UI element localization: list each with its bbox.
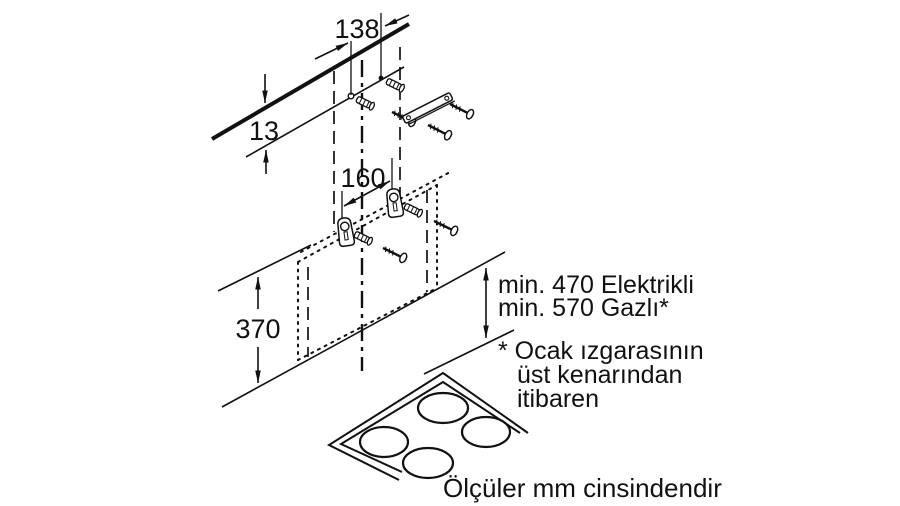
dim-160-value: 160: [340, 163, 385, 193]
dim-370-value: 370: [235, 314, 280, 344]
hood-top-reference-line: [217, 244, 312, 292]
units-caption: Ölçüler mm cinsindendir: [443, 473, 722, 503]
cooktop-frame-outer: [326, 371, 529, 481]
wall-anchor-icon: [352, 229, 375, 247]
wall-anchor-icon: [354, 94, 377, 112]
footnote-line-3: itibaren: [517, 385, 599, 413]
hood-rear-outline-dotted: [297, 170, 453, 361]
burner: [358, 425, 410, 459]
dim-138: 138: [314, 13, 410, 95]
footnote-line-1: * Ocak ızgarasının: [498, 337, 704, 365]
keyhole-bracket-icon: [384, 187, 405, 219]
hood-body-hidden-edges: [307, 190, 428, 357]
chimney-hidden-edges: [333, 47, 401, 232]
footnote-line-2: üst kenarından: [517, 361, 682, 389]
dim-138-value: 138: [334, 14, 379, 44]
cooktop-frame-inner: [338, 380, 521, 473]
dim-13: 13: [249, 74, 279, 174]
burner: [401, 446, 455, 480]
mounting-bar-icon: [401, 91, 456, 127]
clearance-electric-label: min. 470 Elektrikli: [498, 271, 694, 299]
wall-anchor-icon: [402, 201, 425, 219]
dim-13-value: 13: [249, 116, 279, 146]
footnote: * Ocak ızgarasının üst kenarından itibar…: [498, 337, 704, 413]
wall-anchor-icon: [384, 76, 407, 94]
cooktop-reference-line: [423, 329, 515, 375]
clearance-gas-label: min. 570 Gazlı*: [498, 294, 669, 322]
cooktop: [326, 371, 529, 481]
wall-top-edge-line: [210, 22, 411, 141]
dim-min-clearance: min. 470 Elektrikli min. 570 Gazlı*: [483, 268, 694, 338]
dim-370: 370: [235, 277, 281, 383]
burner: [416, 391, 470, 425]
screw-icon: [424, 119, 455, 143]
drill-hole-right: [378, 75, 384, 81]
hood-bottom-edge-line: [221, 251, 506, 408]
burner: [460, 415, 512, 449]
keyhole-bracket-icon: [335, 216, 356, 248]
screw-icon: [430, 215, 461, 238]
screw-icon: [379, 242, 410, 265]
upper-mounting-bar: [401, 91, 477, 143]
